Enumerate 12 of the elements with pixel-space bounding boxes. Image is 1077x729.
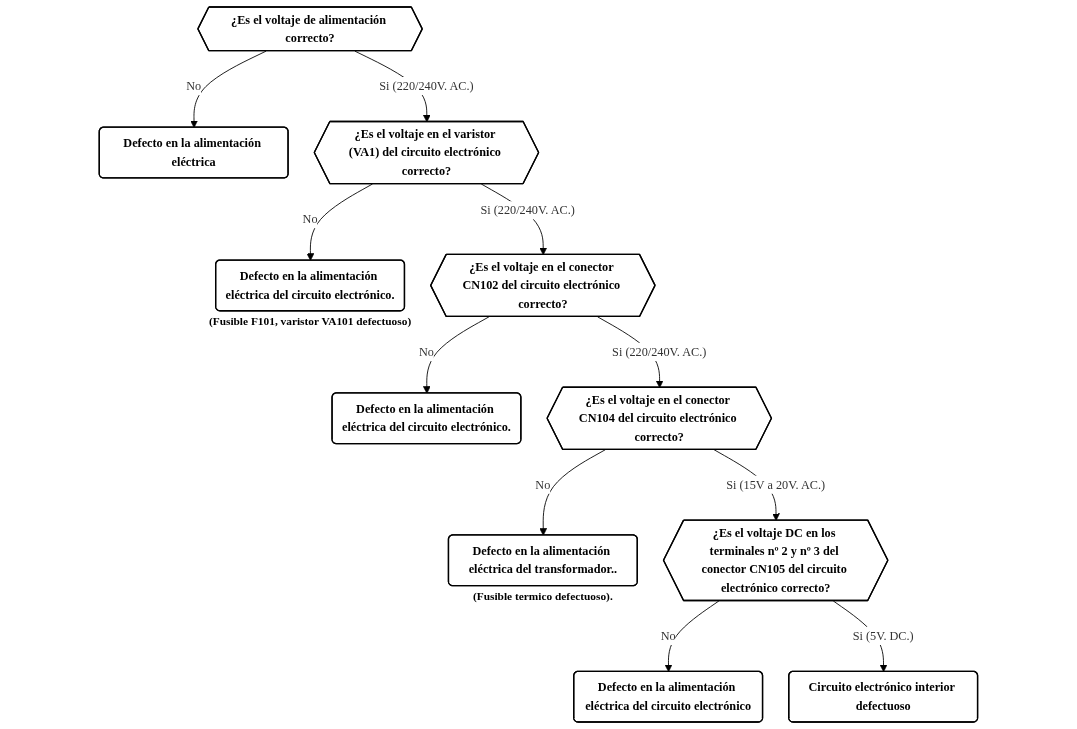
edge-label: No (535, 478, 551, 492)
edge-label: No (660, 629, 676, 643)
edge-label: Si (5V. DC.) (852, 629, 914, 643)
edge-label: No (419, 345, 435, 359)
edge-label: No (186, 79, 202, 93)
note-text: (Fusible termico defectuoso). (473, 589, 613, 602)
edge-label: No (302, 212, 318, 226)
edge-label: Si (220/240V. AC.) (612, 345, 707, 359)
edge-label: Si (220/240V. AC.) (379, 79, 474, 93)
edge-label: Si (220/240V. AC.) (480, 203, 575, 217)
note-text: (Fusible F101, varistor VA101 defectuoso) (209, 314, 412, 327)
edge-label: Si (15V a 20V. AC.) (726, 478, 826, 492)
